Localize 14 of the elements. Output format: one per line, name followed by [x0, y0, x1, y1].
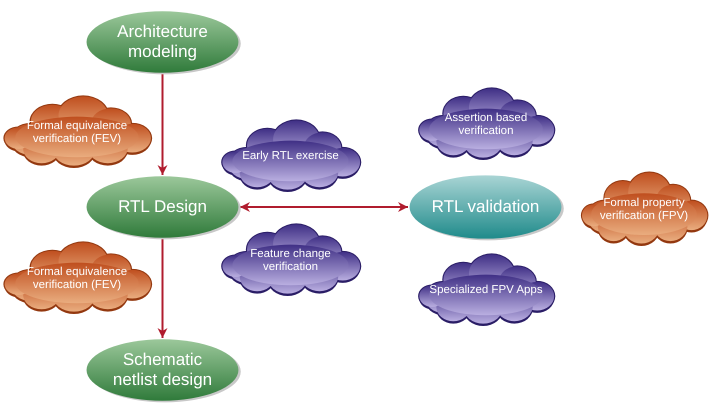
node-label: Formal property verification (FPV) [598, 196, 690, 224]
arrow [158, 74, 168, 175]
node-label: Architecture modeling [116, 22, 209, 62]
node-label: Early RTL exercise [242, 150, 339, 164]
node-label: Assertion based verification [444, 112, 528, 138]
node-label: Feature change verification [249, 248, 332, 274]
node-label: Formal equivalence verification (FEV) [26, 120, 128, 146]
arrow [158, 239, 168, 338]
node-label: Specialized FPV Apps [429, 284, 543, 298]
node-label: Schematic netlist design [112, 350, 214, 390]
node-label: Formal equivalence verification (FEV) [26, 266, 128, 292]
double-arrow [240, 202, 408, 212]
node-label: RTL Design [118, 197, 207, 217]
node-label: RTL validation [432, 197, 540, 217]
